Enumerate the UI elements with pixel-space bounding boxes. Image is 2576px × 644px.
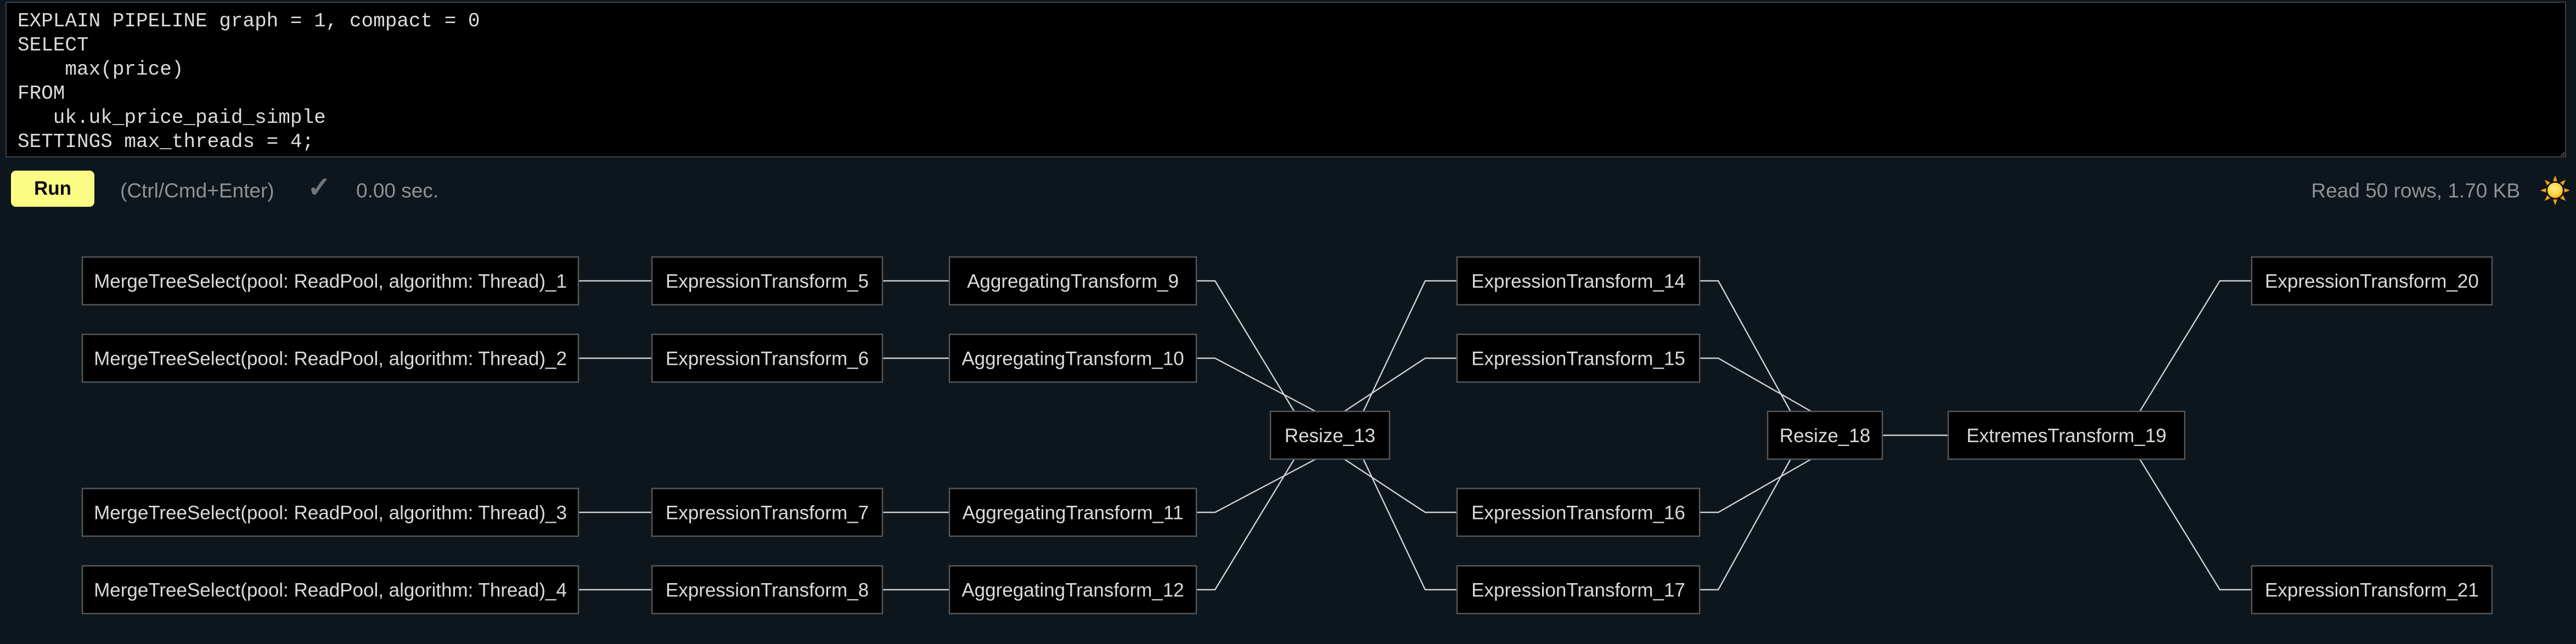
pipeline-node-label: ExpressionTransform_16 [1471, 502, 1685, 524]
pipeline-node-e21: ExpressionTransform_21 [2251, 565, 2493, 614]
pipeline-node-e6: ExpressionTransform_6 [651, 334, 884, 383]
pipeline-node-box [2251, 565, 2493, 614]
pipeline-node-m4: MergeTreeSelect(pool: ReadPool, algorith… [81, 565, 580, 614]
pipeline-node-label: AggregatingTransform_10 [961, 348, 1184, 370]
pipeline-node-label: ExpressionTransform_6 [666, 348, 869, 370]
pipeline-node-label: Resize_18 [1780, 425, 1870, 447]
pipeline-node-box [1456, 334, 1701, 383]
pipeline-node-label: MergeTreeSelect(pool: ReadPool, algorith… [94, 580, 567, 601]
pipeline-node-label: ExpressionTransform_20 [2265, 271, 2479, 292]
pipeline-node-box [948, 488, 1197, 537]
pipeline-node-box [948, 256, 1197, 306]
pipeline-node-box [1456, 565, 1701, 614]
pipeline-node-box [1456, 256, 1701, 306]
pipeline-node-box [1456, 488, 1701, 537]
pipeline-edge-a12-r13 [1196, 459, 1295, 591]
pipeline-edge-x19-e20 [2139, 280, 2252, 412]
pipeline-node-m1: MergeTreeSelect(pool: ReadPool, algorith… [81, 256, 580, 306]
pipeline-node-label: ExpressionTransform_17 [1471, 580, 1685, 601]
pipeline-node-r18: Resize_18 [1767, 410, 1883, 460]
pipeline-edge-a9-r13 [1196, 280, 1295, 412]
pipeline-node-r13: Resize_13 [1269, 410, 1391, 460]
pipeline-node-label: ExpressionTransform_5 [666, 271, 869, 292]
pipeline-node-a9: AggregatingTransform_9 [948, 256, 1197, 306]
sql-query-editor[interactable]: EXPLAIN PIPELINE graph = 1, compact = 0 … [5, 2, 2566, 157]
pipeline-node-box [1767, 410, 1883, 460]
pipeline-edge-r13-e14 [1363, 280, 1457, 412]
pipeline-node-m2: MergeTreeSelect(pool: ReadPool, algorith… [81, 334, 580, 383]
success-check-icon: ✓ [307, 172, 331, 204]
pipeline-node-box [1947, 410, 2186, 460]
pipeline-node-x19: ExtremesTransform_19 [1947, 410, 2186, 460]
pipeline-node-label: ExpressionTransform_14 [1471, 271, 1685, 292]
pipeline-edge-e16-r18 [1700, 458, 1812, 513]
pipeline-node-box [651, 334, 884, 383]
pipeline-node-box [651, 256, 884, 306]
pipeline-edge-e17-r18 [1700, 459, 1791, 591]
pipeline-node-label: ExpressionTransform_15 [1471, 348, 1685, 370]
pipeline-node-e15: ExpressionTransform_15 [1456, 334, 1701, 383]
pipeline-node-box [81, 334, 580, 383]
pipeline-node-box [651, 565, 884, 614]
pipeline-node-label: AggregatingTransform_11 [963, 502, 1184, 524]
pipeline-node-box [81, 488, 580, 537]
pipeline-node-box [1269, 410, 1391, 460]
pipeline-edge-x19-e21 [2139, 459, 2252, 591]
pipeline-node-box [651, 488, 884, 537]
pipeline-node-a10: AggregatingTransform_10 [948, 334, 1197, 383]
elapsed-time: 0.00 sec. [356, 179, 439, 202]
read-stats: Read 50 rows, 1.70 KB [2311, 179, 2521, 202]
sun-rays [2540, 175, 2571, 206]
pipeline-node-e14: ExpressionTransform_14 [1456, 256, 1701, 306]
pipeline-edge-r13-e16 [1343, 458, 1457, 513]
pipeline-node-label: AggregatingTransform_9 [967, 271, 1179, 292]
pipeline-edge-r13-e17 [1363, 459, 1457, 591]
pipeline-node-box [2251, 256, 2493, 306]
theme-toggle-button[interactable] [2540, 175, 2571, 206]
pipeline-node-m3: MergeTreeSelect(pool: ReadPool, algorith… [81, 488, 580, 537]
pipeline-edge-a11-r13 [1196, 458, 1317, 513]
pipeline-edge-r13-e15 [1343, 357, 1457, 413]
pipeline-node-label: ExpressionTransform_7 [666, 502, 869, 524]
pipeline-node-box [948, 334, 1197, 383]
pipeline-edge-a10-r13 [1196, 357, 1317, 413]
pipeline-node-label: ExpressionTransform_21 [2265, 580, 2479, 601]
pipeline-node-e17: ExpressionTransform_17 [1456, 565, 1701, 614]
sun-icon [2540, 175, 2571, 206]
pipeline-node-label: ExpressionTransform_8 [666, 580, 869, 601]
run-button[interactable]: Run [11, 171, 94, 207]
pipeline-node-label: MergeTreeSelect(pool: ReadPool, algorith… [94, 502, 567, 524]
pipeline-node-box [81, 256, 580, 306]
pipeline-node-a11: AggregatingTransform_11 [948, 488, 1197, 537]
pipeline-node-a12: AggregatingTransform_12 [948, 565, 1197, 614]
pipeline-node-e20: ExpressionTransform_20 [2251, 256, 2493, 306]
pipeline-edge-e14-r18 [1700, 280, 1791, 412]
pipeline-node-e7: ExpressionTransform_7 [651, 488, 884, 537]
pipeline-node-box [948, 565, 1197, 614]
pipeline-node-label: MergeTreeSelect(pool: ReadPool, algorith… [94, 271, 567, 292]
pipeline-node-label: Resize_13 [1285, 425, 1375, 447]
pipeline-node-e5: ExpressionTransform_5 [651, 256, 884, 306]
sun-core [2547, 183, 2563, 198]
pipeline-node-box [81, 565, 580, 614]
pipeline-node-label: MergeTreeSelect(pool: ReadPool, algorith… [94, 348, 567, 370]
shortcut-hint: (Ctrl/Cmd+Enter) [120, 179, 274, 202]
pipeline-edge-e15-r18 [1700, 357, 1812, 413]
pipeline-node-e8: ExpressionTransform_8 [651, 565, 884, 614]
pipeline-node-label: ExtremesTransform_19 [1966, 425, 2166, 447]
run-button-label: Run [33, 178, 72, 199]
pipeline-node-e16: ExpressionTransform_16 [1456, 488, 1701, 537]
pipeline-node-label: AggregatingTransform_12 [961, 580, 1184, 601]
